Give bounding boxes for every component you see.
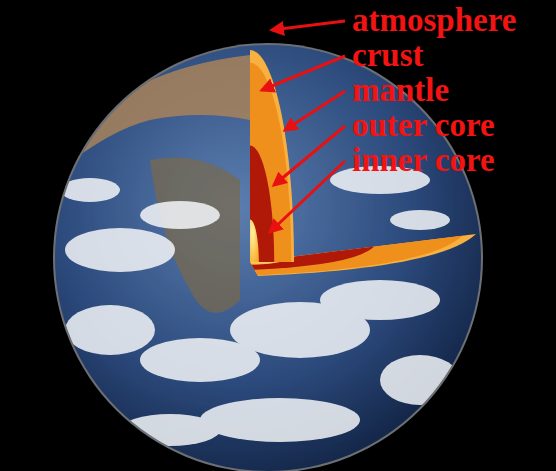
part-label: inner core bbox=[352, 144, 495, 177]
part-label: outer core bbox=[352, 109, 495, 142]
part-label: mantle bbox=[352, 74, 449, 107]
leader-arrows bbox=[262, 21, 345, 232]
atmosphere-halo bbox=[53, 43, 483, 471]
leader-arrow bbox=[274, 126, 345, 185]
leader-arrow bbox=[262, 56, 345, 90]
leader-arrow bbox=[270, 161, 345, 232]
leader-arrow bbox=[285, 91, 345, 130]
leader-arrow bbox=[272, 21, 345, 30]
part-label: crust bbox=[352, 39, 423, 72]
part-label: atmosphere bbox=[352, 4, 516, 37]
